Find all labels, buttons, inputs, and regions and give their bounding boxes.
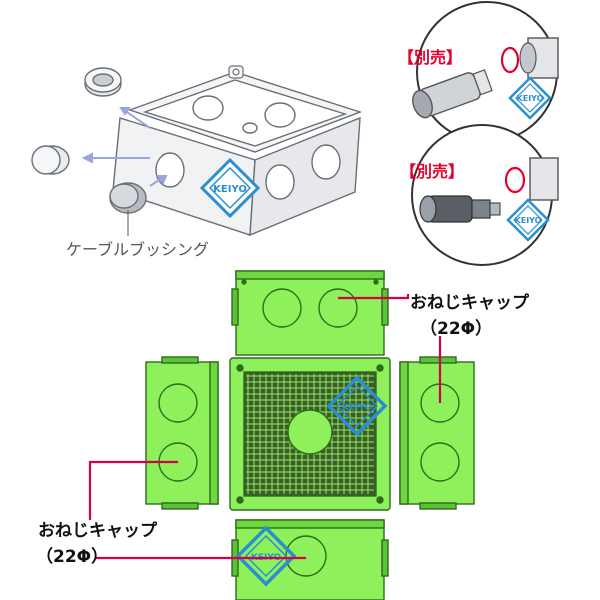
assembly-arrows bbox=[81, 107, 168, 187]
callout-circle-bottom: KEIYO bbox=[411, 124, 559, 266]
top-side-panel bbox=[231, 270, 389, 356]
keiyo-logo-text-3: KEIYO bbox=[515, 216, 542, 225]
keiyo-logo-text-4: KEIYO bbox=[342, 403, 373, 413]
keiyo-logo-text: KEIYO bbox=[213, 184, 247, 195]
cable-bushing-label: ケーブルブッシング bbox=[66, 240, 210, 259]
sold-separately-label-top: 【別売】 bbox=[398, 48, 463, 67]
screw-cap-leader-lines bbox=[88, 294, 442, 560]
cable-bushing-part bbox=[109, 182, 147, 214]
loose-screw-cap bbox=[84, 67, 122, 97]
base-center-boss bbox=[236, 364, 384, 504]
screw-cap-label-top-right: おねじキャップ bbox=[410, 293, 529, 313]
removed-knockout-plug bbox=[31, 145, 70, 175]
screw-cap-size-label-top-right: （22Φ） bbox=[420, 319, 493, 339]
screw-cap-label-bottom-left: おねじキャップ bbox=[38, 521, 157, 541]
screw-cap-size-label-bottom-left: （22Φ） bbox=[36, 547, 109, 567]
right-side-panel bbox=[399, 356, 475, 510]
sold-separately-label-bottom: 【別売】 bbox=[400, 162, 465, 181]
left-side-panel bbox=[145, 356, 219, 510]
keiyo-logo-text-2: KEIYO bbox=[517, 94, 544, 103]
keiyo-logo-box: KEIYO bbox=[199, 157, 261, 219]
callout-circle-top: KEIYO bbox=[412, 1, 559, 143]
keiyo-logo-green-base: KEIYO bbox=[326, 375, 388, 437]
box-corner-boss bbox=[228, 65, 244, 79]
